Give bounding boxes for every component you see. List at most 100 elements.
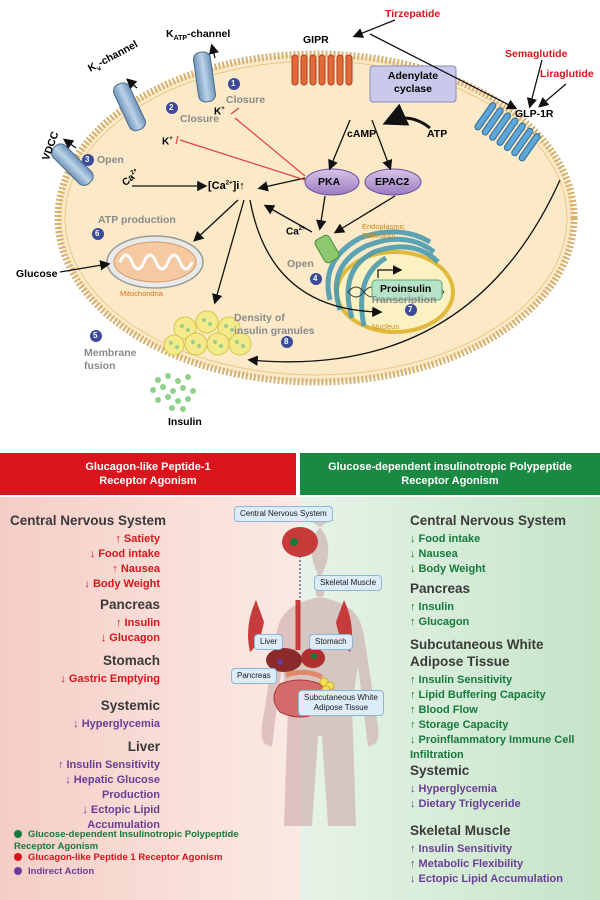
atp-label: ATP bbox=[427, 128, 448, 140]
epac2-label: EPAC2 bbox=[375, 176, 410, 188]
liver-body-label: Liver bbox=[254, 634, 284, 650]
step-7-label: Transcription bbox=[370, 294, 437, 306]
cai-suffix: ]i↑ bbox=[232, 180, 245, 192]
glp1-section-title: Central Nervous System bbox=[10, 513, 167, 528]
beta-cell-diagram bbox=[51, 19, 578, 412]
katp-channel-label: KATP-channel bbox=[166, 28, 230, 42]
katp-suffix: -channel bbox=[187, 28, 231, 40]
glp1-section-pancreas: Pancreas↑ Insulin↓ Glucagon bbox=[10, 596, 160, 646]
adenylate-line2: cyclase bbox=[394, 83, 432, 95]
vdcc-channel-icon bbox=[51, 143, 94, 186]
glp1-effect-item: ↑ Insulin Sensitivity bbox=[57, 759, 160, 771]
glp1-section-stomach: Stomach↓ Gastric Emptying bbox=[10, 652, 160, 687]
gip-effect-item: ↑ Storage Capacity bbox=[410, 719, 509, 731]
secreted-insulin-icon bbox=[150, 373, 196, 412]
gip-effect-item: ↓ Body Weight bbox=[410, 563, 486, 575]
gip-section-title: Subcutaneous White Adipose Tissue bbox=[410, 637, 544, 669]
legend-text: Glucagon-like Peptide 1 Receptor Agonism bbox=[28, 852, 223, 863]
adipose-line1: Subcutaneous White bbox=[304, 693, 378, 702]
step-8-line1: Density of bbox=[234, 312, 285, 324]
skeletal-muscle-body-label: Skeletal Muscle bbox=[314, 575, 383, 591]
step-5-line2: fusion bbox=[84, 360, 116, 372]
glp1-header-line1: Glucagon-like Peptide-1 bbox=[85, 461, 211, 473]
gip-section-title: Central Nervous System bbox=[410, 513, 567, 528]
glp1-effect-item: ↓ Hepatic Glucose Production bbox=[65, 774, 160, 801]
gip-effect-item: ↑ Metabolic Flexibility bbox=[410, 858, 524, 870]
adenylate-cyclase-box bbox=[369, 65, 457, 103]
legend-dot-icon bbox=[14, 830, 22, 839]
gip-effect-item: ↑ Insulin Sensitivity bbox=[410, 843, 513, 855]
k1-text: K bbox=[214, 106, 222, 118]
glp1-header-line2: Receptor Agonism bbox=[99, 475, 197, 487]
glp1-effect-item: ↓ Ectopic Lipid Accumulation bbox=[82, 804, 160, 831]
gip-header-line2: Receptor Agonism bbox=[401, 475, 499, 487]
glp1-section-central-nervous-system: Central Nervous System↑ Satiety↓ Food in… bbox=[10, 512, 167, 592]
step-3-num: 3 bbox=[85, 155, 90, 164]
k2-text: K bbox=[162, 136, 170, 148]
step-2-num: 2 bbox=[169, 103, 174, 112]
step-1-num: 1 bbox=[231, 79, 236, 88]
insulin-granules-icon bbox=[163, 310, 252, 356]
glp1-panel bbox=[0, 497, 300, 900]
glp1-effect-item: ↓ Hyperglycemia bbox=[73, 718, 160, 730]
glp1-effect-item: ↑ Nausea bbox=[112, 563, 160, 575]
human-body-diagram bbox=[248, 520, 379, 826]
adipose-line2: Adipose Tissue bbox=[313, 703, 369, 712]
gip-effect-item: ↓ Nausea bbox=[410, 548, 458, 560]
semaglutide-label: Semaglutide bbox=[505, 48, 568, 60]
mitochondria-label: Mitochondria bbox=[120, 289, 163, 298]
gipr-label: GIPR bbox=[303, 34, 329, 46]
cns-body-label: Central Nervous System bbox=[234, 506, 333, 522]
k-plus-1: K+ bbox=[214, 106, 225, 117]
gip-section-pancreas: Pancreas↑ Insulin↑ Glucagon bbox=[410, 580, 592, 630]
cai-label: [Ca2+]i↑ bbox=[208, 180, 245, 192]
gipr-receptor-icon bbox=[291, 54, 353, 86]
proinsulin-box bbox=[371, 279, 443, 301]
gip-section-title: Pancreas bbox=[410, 581, 471, 596]
gip-section-systemic: Systemic↓ Hyperglycemia↓ Dietary Triglyc… bbox=[410, 762, 592, 812]
step-4-num: 4 bbox=[313, 274, 318, 283]
gip-header-line1: Glucose-dependent insulinotropic Polypep… bbox=[328, 461, 572, 473]
stomach-body-label: Stomach bbox=[309, 634, 353, 650]
gip-effect-item: ↓ Ectopic Lipid Accumulation bbox=[410, 873, 563, 885]
step-3-label: Open bbox=[97, 154, 124, 166]
er-line2: Reticulum bbox=[362, 231, 396, 240]
step-6-label: ATP production bbox=[98, 214, 176, 226]
legend-item: Glucose-dependent Insulinotropic Polypep… bbox=[14, 829, 244, 853]
step-5-label: Membrane fusion bbox=[84, 347, 137, 373]
step-2-label: Closure bbox=[180, 113, 220, 125]
gip-effect-item: ↓ Hyperglycemia bbox=[410, 783, 497, 795]
legend-item: Indirect Action bbox=[14, 866, 244, 878]
pancreas-icon bbox=[285, 669, 324, 680]
cai-sup: 2+ bbox=[225, 180, 233, 187]
gip-effect-item: ↑ Blood Flow bbox=[410, 704, 478, 716]
glp1-effect-item: ↓ Gastric Emptying bbox=[60, 673, 160, 685]
ca2-text: Ca bbox=[286, 226, 299, 238]
adenylate-line1: Adenylate bbox=[387, 70, 439, 82]
kv-channel-icon bbox=[112, 82, 146, 132]
er-label: Endoplasmic Reticulum bbox=[362, 222, 405, 240]
glp1-section-liver: Liver ↑ Insulin Sensitivity ↓ Hepatic Gluc… bbox=[10, 738, 160, 833]
step-5-num: 5 bbox=[93, 331, 98, 340]
glp1-section-title: Liver bbox=[127, 739, 160, 754]
pancreas-body-label: Pancreas bbox=[231, 668, 277, 684]
step-8-label: Density of insulin granules bbox=[234, 312, 315, 338]
step-8-line2: insulin granules bbox=[234, 325, 315, 337]
k1-sup: + bbox=[221, 106, 225, 112]
gip-section-skeletal-muscle: Skeletal Muscle↑ Insulin Sensitivity↑ Me… bbox=[410, 822, 592, 887]
gip-header: Glucose-dependent insulinotropic Polypep… bbox=[300, 453, 600, 495]
legend-text: Indirect Action bbox=[28, 866, 95, 877]
step-badges bbox=[82, 78, 417, 348]
gip-effect-item: ↑ Insulin Sensitivity bbox=[410, 674, 513, 686]
glp1r-label: GLP-1R bbox=[515, 108, 554, 120]
endoplasmic-reticulum-icon bbox=[325, 229, 440, 327]
step-1-label: Closure bbox=[226, 94, 266, 106]
gip-effect-item: ↓ Proinflammatory Immune Cell Infiltrati… bbox=[410, 734, 575, 761]
er-line1: Endoplasmic bbox=[362, 222, 405, 231]
gip-effect-item: ↑ Insulin bbox=[410, 601, 454, 613]
adipose-body-label: Subcutaneous White Adipose Tissue bbox=[298, 690, 384, 716]
cai-text: [Ca bbox=[208, 180, 226, 192]
gip-effect-item: ↓ Food intake bbox=[410, 533, 481, 545]
legend-dot-icon bbox=[14, 867, 22, 876]
glp1-effect-item: ↑ Insulin bbox=[116, 617, 160, 629]
